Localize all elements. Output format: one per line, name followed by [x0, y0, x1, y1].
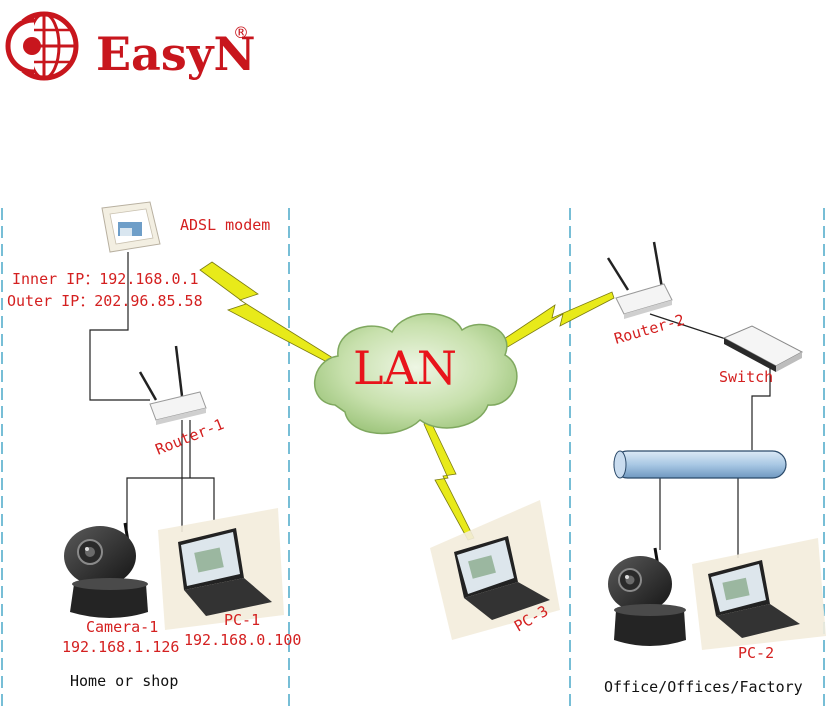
switch-label: Switch: [719, 368, 773, 386]
network-bus: [614, 451, 786, 478]
pc-2: [692, 538, 826, 650]
globe-icon: [8, 14, 76, 78]
camera-2: [608, 548, 686, 646]
adsl-modem-label: ADSL modem: [180, 216, 270, 234]
brand-name: EasyN: [96, 27, 256, 81]
router-2-label: Router-2: [612, 311, 686, 348]
lightning-icon: [495, 292, 614, 352]
inner-ip-label: Inner IP：192.168.0.1: [12, 270, 199, 288]
pc-1: [158, 508, 284, 630]
registered-mark: ®: [233, 23, 249, 42]
camera-1: [64, 523, 148, 618]
outer-ip-label: Outer IP：202.96.85.58: [7, 292, 203, 310]
camera-1-ip: 192.168.1.126: [62, 638, 179, 656]
brand-logo: EasyN ®: [8, 14, 256, 81]
switch: [724, 326, 802, 372]
lan-label: LAN: [353, 341, 457, 395]
office-area-label: Office/Offices/Factory: [604, 678, 803, 696]
router-1: [140, 346, 206, 425]
lightning-icon: [200, 262, 333, 362]
home-area-label: Home or shop: [70, 672, 178, 690]
pc-1-label: PC-1: [224, 611, 260, 629]
pc-1-ip: 192.168.0.100: [184, 631, 301, 649]
router-2: [608, 242, 672, 319]
adsl-modem: [102, 202, 160, 252]
lightning-icon: [424, 420, 474, 540]
pc-2-label: PC-2: [738, 644, 774, 662]
lan-cloud: LAN: [315, 314, 517, 434]
camera-1-label: Camera-1: [86, 618, 158, 636]
